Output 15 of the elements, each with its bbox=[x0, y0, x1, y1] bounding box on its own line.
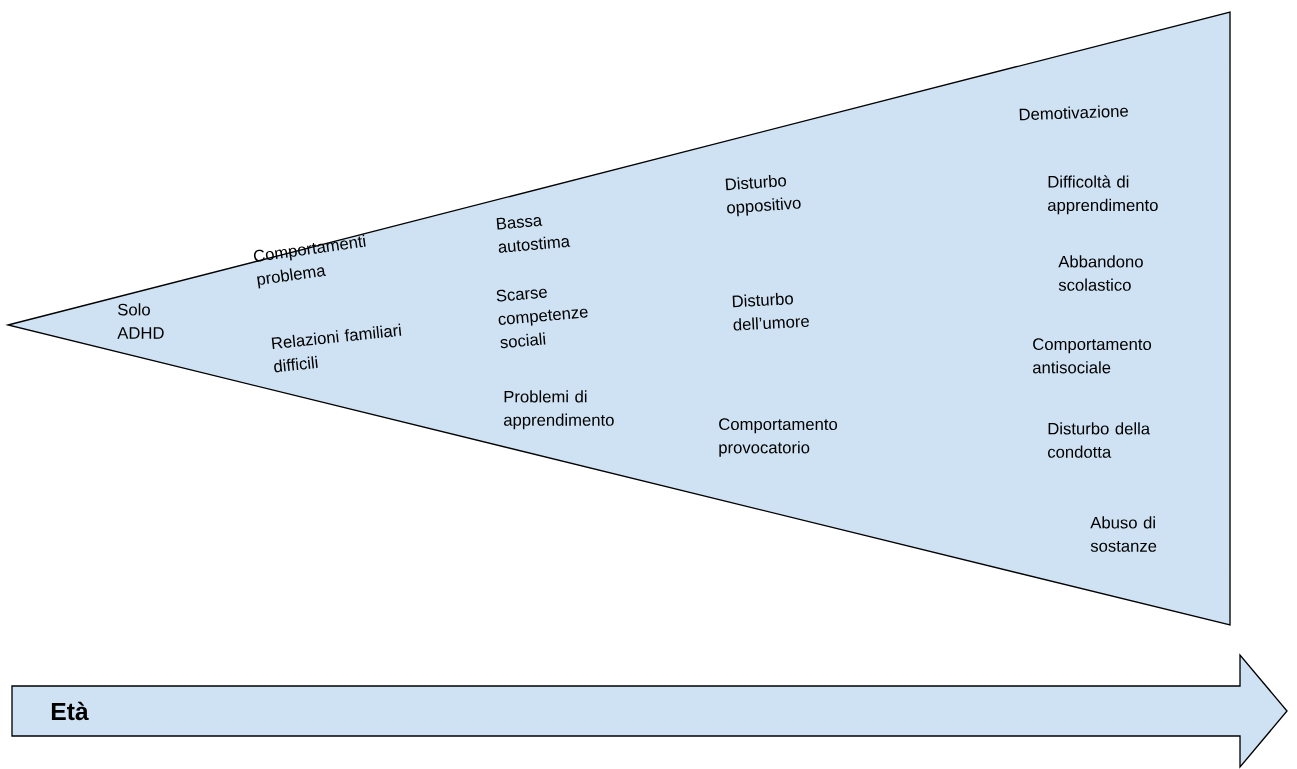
item-text: Scarse competenze sociali bbox=[496, 288, 588, 349]
item-text: Problemi di apprendimento bbox=[504, 390, 614, 430]
item-text: Bassa autostima bbox=[496, 217, 571, 253]
item-text: Abbandono scolastico bbox=[1058, 255, 1143, 291]
item-text: Comportamento antisociale bbox=[1033, 338, 1152, 374]
item-text: Comportamenti problema bbox=[253, 234, 366, 289]
item-text: Disturbo oppositivo bbox=[725, 175, 801, 217]
item-text: Demotivazione bbox=[1019, 105, 1128, 121]
item-text: Disturbo della condotta bbox=[1048, 422, 1151, 458]
item-text: Abuso di sostanze bbox=[1090, 516, 1157, 552]
item-text: Difficoltà di apprendimento bbox=[1048, 175, 1158, 215]
item-text: Relazioni familiari difficili bbox=[271, 323, 402, 373]
item-text: Comportamento provocatorio bbox=[719, 418, 838, 457]
item-text: Disturbo dell’umore bbox=[732, 292, 809, 331]
item-text: Solo ADHD bbox=[117, 303, 164, 339]
